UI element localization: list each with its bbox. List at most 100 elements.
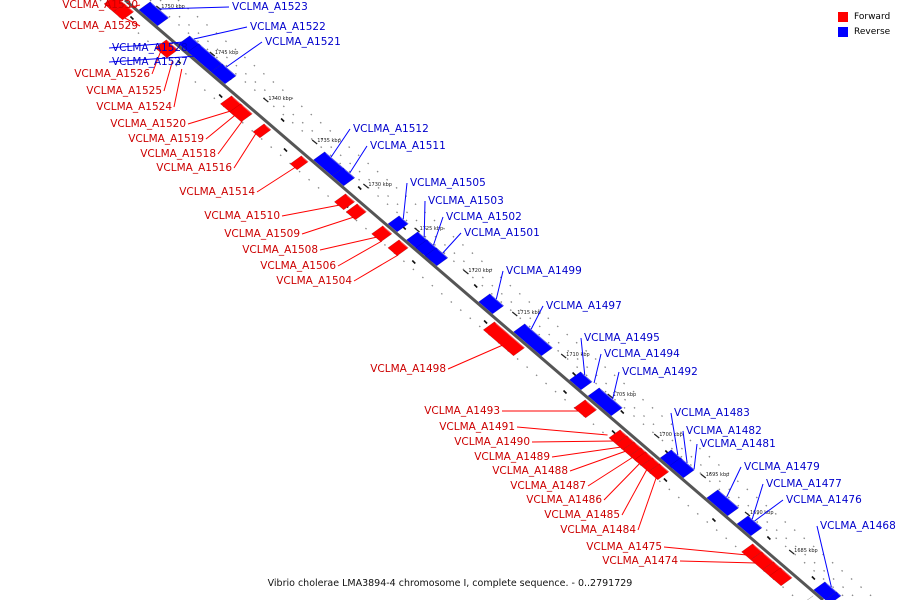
label-leader-forward — [353, 254, 399, 282]
gene-feature-highlight — [124, 3, 136, 15]
gene-label-reverse: VCLMA_A1527 — [112, 56, 188, 68]
label-leader-forward — [621, 468, 648, 516]
gene-feature-highlight — [324, 151, 346, 171]
gene-label-reverse: VCLMA_A1502 — [446, 211, 522, 223]
label-leader-forward — [587, 456, 634, 487]
gene-label-reverse: VCLMA_A1512 — [353, 123, 429, 135]
gene-label-forward: VCLMA_A1488 — [492, 465, 568, 477]
gene-feature-highlight — [150, 1, 171, 21]
gene-label-reverse: VCLMA_A1482 — [686, 425, 762, 437]
gene-label-reverse: VCLMA_A1521 — [265, 36, 341, 48]
gene-label-forward: VCLMA_A1486 — [526, 494, 602, 506]
gene-feature — [138, 1, 170, 27]
legend: Forward Reverse — [838, 9, 890, 39]
gene-feature-highlight — [813, 595, 816, 599]
label-leader-reverse — [682, 430, 688, 464]
chromosome-backbone — [124, 0, 824, 600]
label-leader-forward — [516, 426, 608, 436]
gene-feature — [387, 215, 409, 233]
gene-feature-highlight — [166, 39, 181, 53]
track-guide — [149, 0, 849, 600]
label-leader-reverse — [580, 337, 586, 376]
gene-feature — [573, 399, 598, 419]
gene-label-forward: VCLMA_A1516 — [156, 162, 232, 174]
scale-tick-label: 1715 kbp — [517, 310, 541, 316]
label-leader-reverse — [751, 483, 764, 520]
gene-label-forward: VCLMA_A1475 — [586, 541, 662, 553]
gene-label-reverse: VCLMA_A1494 — [604, 348, 680, 360]
label-leader-forward — [205, 114, 236, 140]
label-leader-forward — [663, 546, 748, 556]
gene-label-reverse: VCLMA_A1522 — [250, 21, 326, 33]
gene-label-forward: VCLMA_A1510 — [204, 210, 280, 222]
minor-feature — [177, 59, 182, 65]
scale-tick-label: 1720 kbp — [468, 268, 492, 274]
label-leader-reverse — [402, 182, 408, 220]
scale-tick — [262, 97, 269, 103]
minor-feature — [473, 283, 478, 289]
gene-feature-highlight — [301, 155, 311, 165]
gene-label-forward: VCLMA_A1498 — [370, 363, 446, 375]
minor-feature — [283, 147, 288, 153]
minor-feature — [411, 259, 416, 265]
scale-tick — [788, 549, 795, 555]
gene-feature — [648, 463, 670, 481]
label-leader-reverse — [530, 305, 544, 330]
gene-feature-highlight — [399, 239, 411, 251]
label-leader-forward — [173, 68, 183, 108]
reverse-swatch — [838, 26, 848, 37]
scale-tick — [363, 183, 369, 189]
gene-label-reverse: VCLMA_A1497 — [546, 300, 622, 312]
scale-tick-label: 1685 kbp — [794, 548, 818, 554]
label-leader-forward — [187, 110, 231, 125]
gene-label-reverse: VCLMA_A1505 — [410, 177, 486, 189]
gene-feature-highlight — [118, 0, 127, 7]
label-leader-forward — [163, 60, 173, 92]
legend-forward-label: Forward — [854, 11, 891, 22]
gene-feature — [806, 595, 814, 600]
gene-features — [103, 0, 844, 600]
gene-feature — [478, 293, 505, 315]
gene-label-forward: VCLMA_A1530 — [62, 0, 138, 11]
gene-label-reverse: VCLMA_A1511 — [370, 140, 446, 152]
minor-feature — [129, 15, 135, 21]
gene-feature-highlight — [222, 63, 239, 79]
scale-tick — [653, 433, 660, 439]
label-leader-reverse — [593, 353, 602, 384]
gene-feature-highlight — [436, 247, 451, 261]
gene-label-reverse: VCLMA_A1501 — [464, 227, 540, 239]
label-leader-forward — [256, 166, 297, 193]
scale-tick — [311, 139, 318, 145]
label-leader-reverse — [670, 412, 679, 456]
gene-label-forward: VCLMA_A1514 — [179, 186, 255, 198]
gene-label-reverse: VCLMA_A1503 — [428, 195, 504, 207]
minor-feature — [357, 185, 362, 191]
scale-tick-label: 1730 kbp — [368, 182, 392, 188]
gene-label-forward: VCLMA_A1508 — [242, 244, 318, 256]
gene-labels: VCLMA_A1530VCLMA_A1529VCLMA_A1526VCLMA_A… — [62, 0, 896, 567]
gene-feature-highlight — [659, 463, 672, 475]
label-leader-reverse — [433, 216, 444, 246]
gene-feature-highlight — [762, 551, 776, 565]
label-leader-reverse — [158, 6, 230, 10]
gene-label-reverse: VCLMA_A1468 — [820, 520, 896, 532]
gene-label-forward: VCLMA_A1529 — [62, 20, 138, 32]
gene-feature-highlight — [489, 293, 506, 309]
gene-feature-highlight — [264, 123, 274, 133]
gene-label-reverse: VCLMA_A1528 — [112, 42, 188, 54]
scale-tick — [607, 393, 614, 399]
label-leader-reverse — [693, 443, 698, 470]
minor-feature — [620, 409, 625, 415]
gene-feature — [333, 193, 356, 211]
label-leader-reverse — [495, 270, 504, 300]
label-leader-reverse — [423, 200, 426, 238]
scale-tick-label: 1750 kbp — [161, 4, 185, 10]
scale-tick — [744, 511, 751, 517]
gene-feature — [736, 515, 763, 537]
gene-feature-highlight — [780, 567, 795, 581]
label-leader-forward — [569, 450, 627, 472]
gene-label-forward: VCLMA_A1491 — [439, 421, 515, 433]
gene-feature — [669, 457, 696, 479]
label-leader-forward — [551, 446, 622, 458]
